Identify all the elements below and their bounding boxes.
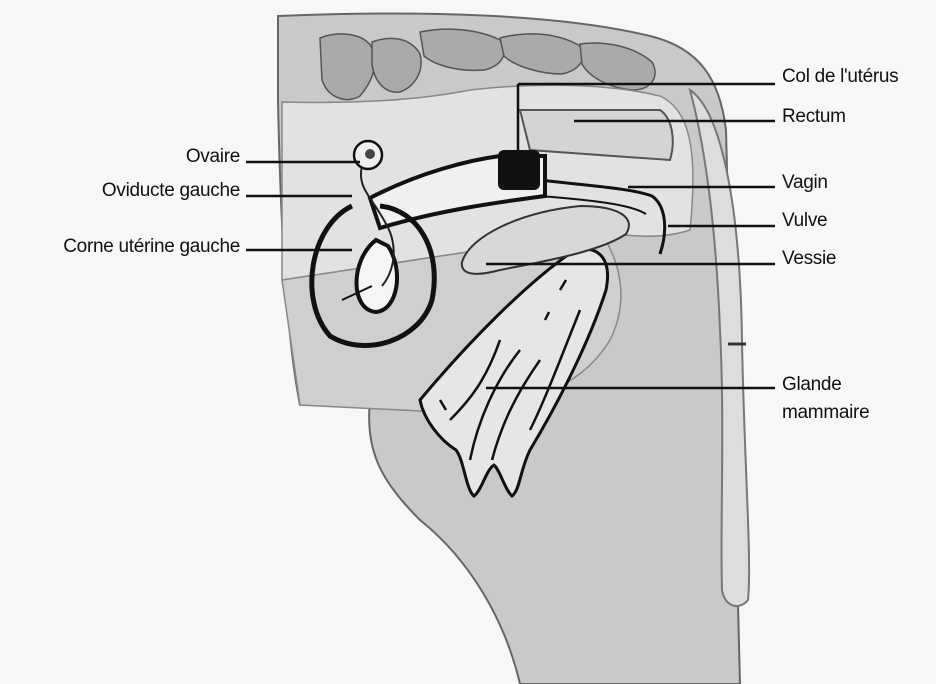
label-vulve: Vulve [782,210,827,232]
label-col-uterus: Col de l'utérus [782,66,898,88]
label-vessie: Vessie [782,248,836,270]
label-ovaire: Ovaire [120,146,240,168]
label-glande-line2: mammaire [782,402,869,424]
label-glande-mammaire: Glande mammaire [782,374,869,424]
label-vagin: Vagin [782,172,828,194]
cervix-structure [498,150,540,190]
label-corne-uterine-gauche: Corne utérine gauche [4,236,240,258]
label-glande-line1: Glande [782,374,869,396]
label-oviducte-gauche: Oviducte gauche [40,180,240,202]
label-rectum: Rectum [782,106,846,128]
